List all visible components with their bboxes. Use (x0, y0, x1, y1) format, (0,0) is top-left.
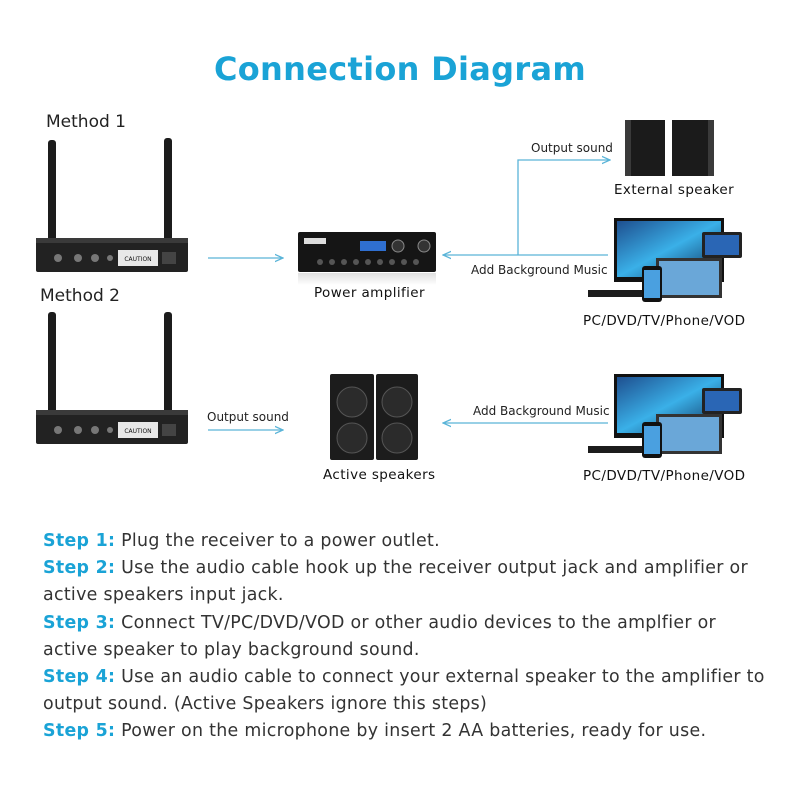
receiver-method-2: CAUTION (36, 312, 188, 444)
receiver-caution-text: CAUTION (124, 428, 151, 435)
antenna-right (164, 138, 172, 246)
step-2: Step 2: Use the audio cable hook up the … (43, 555, 773, 582)
active-speakers (330, 374, 418, 460)
power-amplifier-caption: Power amplifier (314, 285, 425, 301)
step-3-continuation: active speaker to play background sound. (43, 639, 420, 660)
method-2-label: Method 2 (40, 286, 120, 306)
audio-devices-method-1 (588, 218, 742, 302)
background-music-label-method-1: Add Background Music (471, 263, 608, 277)
output-sound-label-method-2: Output sound (207, 410, 289, 424)
power-amplifier (298, 232, 436, 285)
audio-devices-method-2 (588, 374, 742, 458)
step-3-key: Step 3: (43, 612, 116, 633)
antenna-right (164, 312, 172, 420)
step-1-text: Plug the receiver to a power outlet. (115, 531, 440, 551)
output-sound-label-method-1: Output sound (531, 141, 613, 155)
step-3-text: Connect TV/PC/DVD/VOD or other audio dev… (115, 612, 717, 633)
external-speaker (625, 120, 714, 176)
step-1: Step 1: Plug the receiver to a power out… (43, 528, 773, 555)
devices-caption-method-1: PC/DVD/TV/Phone/VOD (583, 313, 746, 329)
connection-illustration: CAUTION CAUTION (36, 120, 742, 460)
step-4-text: Use an audio cable to connect your exter… (115, 667, 765, 688)
background-music-label-method-2: Add Background Music (473, 404, 610, 418)
method-1-label: Method 1 (46, 112, 126, 132)
active-speakers-caption: Active speakers (323, 467, 436, 483)
step-1-key: Step 1: (43, 531, 116, 551)
step-3: Step 3: Connect TV/PC/DVD/VOD or other a… (43, 610, 773, 637)
antenna-left (48, 312, 56, 420)
step-2-key: Step 2: (43, 558, 116, 579)
arrow-amplifier-to-speaker (517, 160, 610, 255)
step-2-text: Use the audio cable hook up the receiver… (115, 558, 748, 579)
step-4: Step 4: Use an audio cable to connect yo… (43, 664, 773, 691)
step-5: Step 5: Power on the microphone by inser… (43, 718, 773, 745)
receiver-caution-text: CAUTION (124, 256, 151, 263)
devices-caption-method-2: PC/DVD/TV/Phone/VOD (583, 468, 746, 484)
step-4-continuation: output sound. (Active Speakers ignore th… (43, 694, 488, 715)
receiver-method-1: CAUTION (36, 138, 188, 272)
diagram-title: Connection Diagram (213, 50, 587, 88)
step-2-continuation: active speakers input jack. (43, 585, 284, 606)
step-5-key: Step 5: (43, 721, 116, 742)
external-speaker-caption: External speaker (614, 182, 735, 198)
step-5-text: Power on the microphone by insert 2 AA b… (115, 721, 707, 742)
step-4-key: Step 4: (43, 667, 116, 688)
steps-list: Step 1: Plug the receiver to a power out… (43, 528, 773, 746)
antenna-left (48, 140, 56, 248)
